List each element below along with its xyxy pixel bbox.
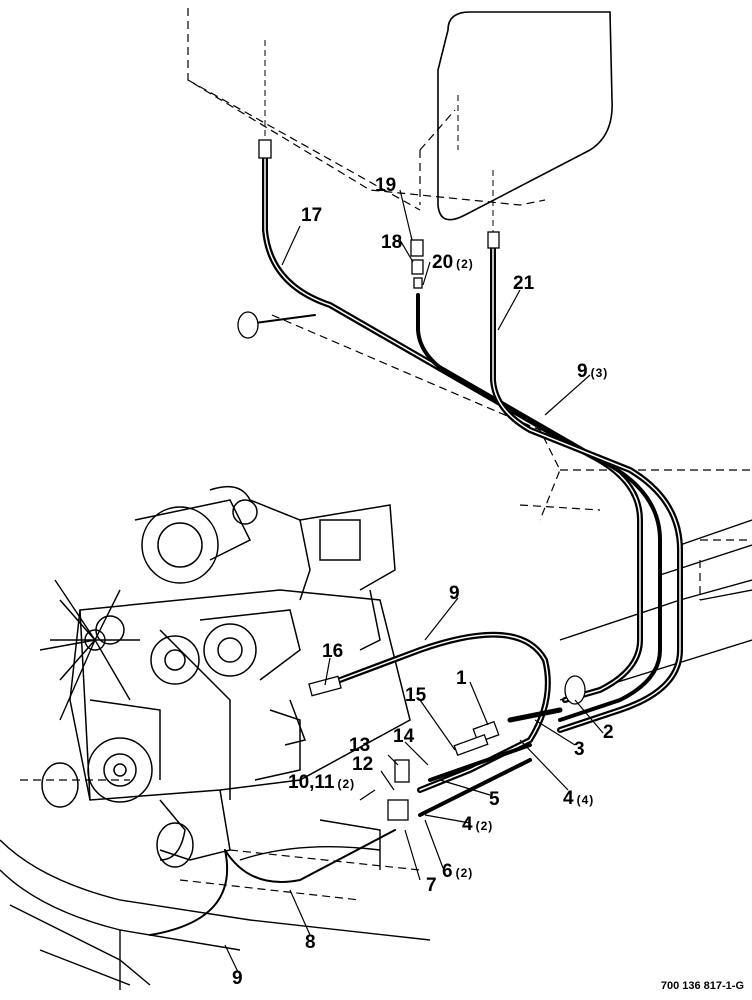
callout-18: 18: [381, 232, 403, 253]
callout-1: 1: [456, 668, 467, 689]
callout-21: 21: [513, 273, 535, 294]
callout-16: 16: [322, 641, 344, 662]
callout-3: 3: [574, 739, 585, 760]
callout-9-bottom: 9: [232, 968, 243, 989]
callout-6: 6(2): [442, 861, 474, 882]
document-number: 700 136 817-1-G: [660, 980, 744, 992]
callout-19: 19: [375, 175, 397, 196]
callout-4-top: 4(4): [563, 788, 595, 809]
callout-13: 13: [349, 735, 371, 756]
centerlines: [264, 40, 494, 232]
callout-5: 5: [489, 789, 500, 810]
leader-lines: [224, 189, 604, 973]
callout-14: 14: [393, 726, 415, 747]
callout-2: 2: [603, 722, 614, 743]
callout-8: 8: [305, 932, 316, 953]
engine: [41, 485, 411, 868]
tank-panel: [437, 11, 613, 221]
callout-7: 7: [426, 875, 437, 896]
hose-fittings: [237, 139, 586, 821]
tank-outline: [20, 8, 752, 901]
callout-17: 17: [301, 205, 323, 226]
callout-9-mid: 9: [449, 583, 460, 604]
callout-10-11: 10,11(2): [288, 772, 356, 793]
callout-9-top: 9(3): [577, 361, 609, 382]
hoses: [149, 152, 683, 936]
callout-12: 12: [352, 754, 374, 775]
engine-fan: [39, 579, 131, 721]
callout-4-bottom: 4(2): [462, 814, 494, 835]
callout-20: 20(2): [432, 252, 474, 273]
callout-15: 15: [405, 685, 427, 706]
